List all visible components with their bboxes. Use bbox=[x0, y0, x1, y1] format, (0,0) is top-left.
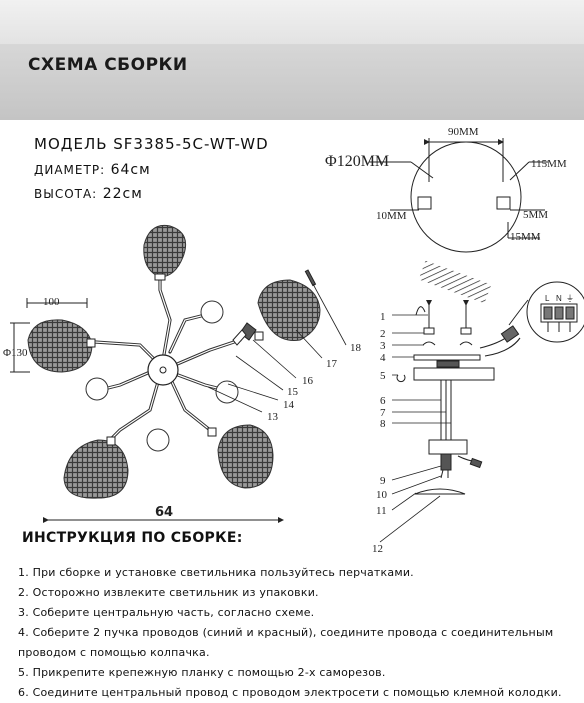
part-18: 18 bbox=[350, 342, 362, 354]
part-15: 15 bbox=[287, 386, 299, 398]
terminal-block bbox=[540, 303, 578, 332]
shade-dim-lines bbox=[10, 298, 284, 523]
dim-10: 10MM bbox=[376, 210, 407, 222]
dim-shade-width: 100 bbox=[43, 296, 60, 308]
exploded-side-view bbox=[396, 300, 495, 495]
left-callout-lines bbox=[207, 283, 347, 413]
part-11: 11 bbox=[376, 505, 387, 517]
height-label: ВЫСОТА: bbox=[34, 187, 98, 201]
diameter-spec: ДИАМЕТР: 64см bbox=[34, 162, 151, 178]
title-band bbox=[0, 44, 584, 120]
part-7: 7 bbox=[380, 407, 386, 419]
part-13: 13 bbox=[267, 411, 279, 423]
part-6: 6 bbox=[380, 395, 386, 407]
part-16: 16 bbox=[302, 375, 314, 387]
dim-90: 90MM bbox=[448, 126, 479, 138]
ceiling-hatch bbox=[418, 260, 492, 304]
part-17: 17 bbox=[326, 358, 338, 370]
instruction-step: 5. Прикрепите крепежную планку с помощью… bbox=[18, 666, 386, 679]
height-value: 22см bbox=[102, 186, 143, 202]
dim-115: 115MM bbox=[531, 158, 567, 170]
rod-part bbox=[304, 269, 317, 287]
right-callout-lines bbox=[379, 314, 451, 543]
dim-5: 5MM bbox=[523, 209, 548, 221]
part-12: 12 bbox=[372, 543, 383, 555]
side-part-numbers: 1 2 3 4 5 6 7 8 9 10 11 12 bbox=[372, 311, 388, 555]
dim-span: 64 bbox=[155, 505, 173, 520]
part-8: 8 bbox=[380, 418, 386, 430]
top-band bbox=[0, 0, 584, 44]
dim-15: 15MM bbox=[510, 231, 541, 243]
wire-pe: ⏚ bbox=[566, 294, 574, 303]
part-1: 1 bbox=[380, 311, 386, 323]
part-3: 3 bbox=[380, 340, 386, 352]
part-4: 4 bbox=[380, 352, 386, 364]
dim-d120: Φ120MM bbox=[325, 153, 389, 170]
part-2: 2 bbox=[380, 328, 386, 340]
instruction-step: 6. Соедините центральный провод с провод… bbox=[18, 686, 562, 699]
hub-screw bbox=[159, 366, 167, 374]
mesh-shades bbox=[27, 224, 321, 499]
instruction-step: 1. При сборке и установке светильника по… bbox=[18, 566, 414, 579]
shade-mount-rings bbox=[86, 273, 264, 446]
diameter-label: ДИАМЕТР: bbox=[34, 163, 106, 177]
wire-n: N bbox=[556, 294, 562, 303]
page-title: СХЕМА СБОРКИ bbox=[28, 55, 188, 75]
instruction-step: 3. Соберите центральную часть, согласно … bbox=[18, 606, 315, 619]
instructions-title: ИНСТРУКЦИЯ ПО СБОРКЕ: bbox=[22, 530, 243, 546]
connector-lead bbox=[508, 299, 529, 326]
part-14: 14 bbox=[283, 399, 295, 411]
socket-part bbox=[232, 322, 257, 346]
instruction-step: 2. Осторожно извлеките светильник из упа… bbox=[18, 586, 319, 599]
part-10: 10 bbox=[376, 489, 388, 501]
canopy-top-view bbox=[369, 138, 548, 253]
model-name: МОДЕЛЬ SF3385-5C-WT-WD bbox=[34, 135, 269, 153]
diameter-value: 64см bbox=[110, 162, 151, 178]
wire-l: L bbox=[545, 294, 550, 303]
connector bbox=[500, 325, 520, 343]
part-5: 5 bbox=[380, 370, 386, 382]
part-9: 9 bbox=[380, 475, 386, 487]
dim-shade-diameter: Φ130 bbox=[3, 347, 28, 359]
glass-globes bbox=[85, 300, 239, 452]
instructions-list: 1. При сборке и установке светильника по… bbox=[18, 563, 578, 703]
height-spec: ВЫСОТА: 22см bbox=[34, 186, 143, 202]
instruction-step: 4. Соберите 2 пучка проводов (синий и кр… bbox=[18, 626, 554, 659]
